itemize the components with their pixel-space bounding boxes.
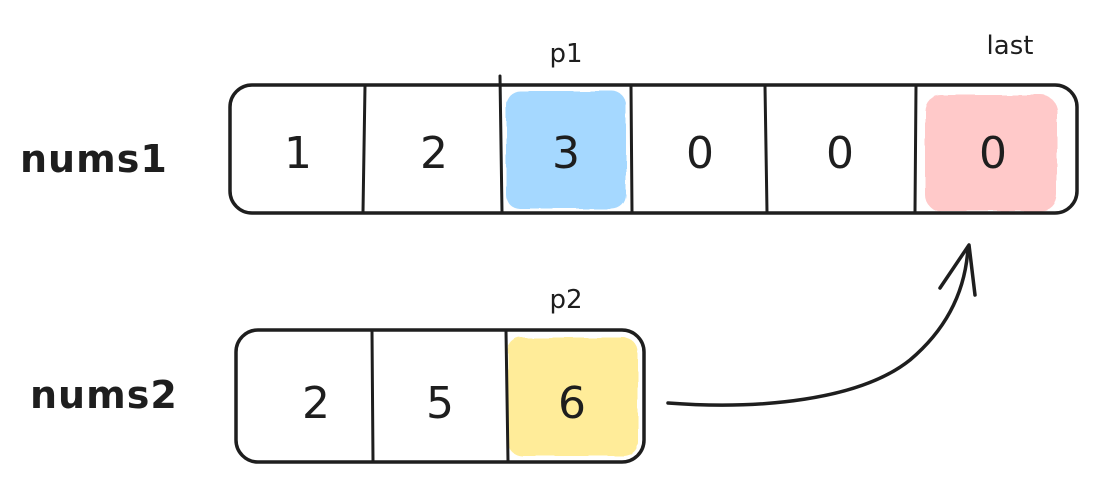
nums1-divider-3 bbox=[629, 84, 634, 214]
nums1-divider-2 bbox=[498, 74, 504, 214]
nums1-label: nums1 bbox=[20, 137, 168, 181]
move-arrow-shaft bbox=[666, 246, 970, 407]
p2-cell-highlight bbox=[508, 338, 638, 456]
nums2-cell-2: 6 bbox=[558, 378, 586, 429]
nums1-cell-5: 0 bbox=[979, 128, 1007, 179]
last-cell-highlight bbox=[925, 95, 1057, 211]
last-pointer-label: last bbox=[987, 31, 1034, 61]
nums2-cell-1: 5 bbox=[426, 378, 454, 429]
nums1-divider-5 bbox=[913, 84, 918, 214]
p2-pointer-label: p2 bbox=[549, 285, 582, 315]
p1-pointer-label: p1 bbox=[549, 39, 582, 69]
nums1-array-outline bbox=[228, 83, 1079, 215]
nums2-array-outline bbox=[234, 328, 646, 464]
nums1-cell-1: 2 bbox=[420, 128, 448, 179]
nums1-cell-2: 3 bbox=[552, 128, 580, 179]
p1-cell-highlight bbox=[506, 91, 626, 209]
nums2-array: 2 5 6 bbox=[234, 328, 646, 464]
nums1-cell-4: 0 bbox=[826, 128, 854, 179]
nums1-divider-1 bbox=[361, 84, 367, 214]
nums1-divider-4 bbox=[763, 84, 769, 214]
nums2-divider-2 bbox=[504, 329, 510, 463]
nums1-cell-3: 0 bbox=[686, 128, 714, 179]
move-arrow bbox=[666, 243, 977, 407]
nums2-divider-1 bbox=[370, 329, 375, 463]
nums1-array: 1 2 3 0 0 0 bbox=[228, 74, 1079, 215]
move-arrow-head bbox=[938, 243, 977, 297]
nums2-label: nums2 bbox=[30, 373, 178, 417]
nums2-cell-0: 2 bbox=[302, 378, 330, 429]
nums1-cell-0: 1 bbox=[284, 128, 312, 179]
